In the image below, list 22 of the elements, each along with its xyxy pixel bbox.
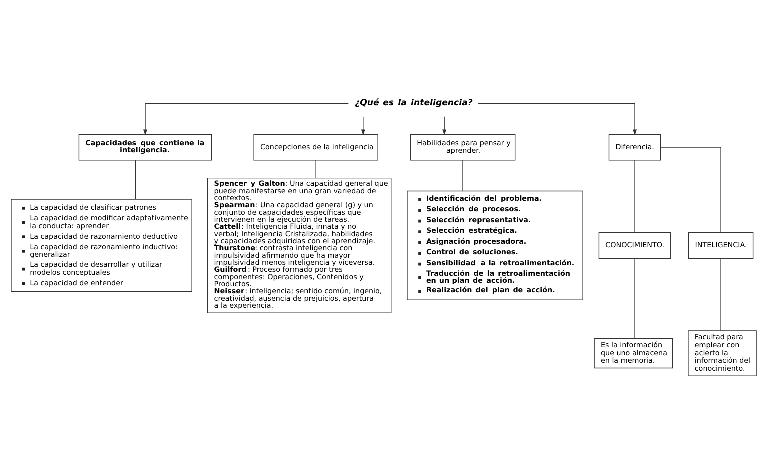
node-text: ¿Qué es la inteligencia?: [355, 98, 473, 108]
node-box: Habilidades para pensar y aprender.: [410, 134, 516, 160]
arrow: [442, 116, 447, 135]
node-box: INTELIGENCIA.: [688, 232, 754, 258]
node-box: Es la información que uno almacena en la memoria.: [594, 338, 674, 368]
node-box: La capacidad de clasificar patrones La capacidad de modificar adaptativamente la conducta: aprender La capacidad de razonamiento deductivo La capacidad de razonamiento inductivo: generalizar La capacidad de desarrollar y utilizar modelos conceptuales La capacidad de entender: [11, 198, 192, 292]
node-box: Capacidades que contiene la inteligencia.: [78, 134, 212, 160]
node-box: CONOCIMIENTO.: [598, 232, 672, 258]
node-box: Diferencia.: [608, 134, 662, 160]
connector: [634, 258, 636, 339]
arrow: [144, 102, 350, 135]
arrow: [478, 102, 638, 135]
connector: [720, 258, 722, 331]
node-box: Spencer y Galton: Una capacidad general que puede manifestarse en una gran variedad de contextos. Spearman: Una capacidad general (g) y un conjunto de capacidades específicas que intervienen en la ejecución de tareas. Cattell: Inteligencia Fluida, innata y no verbal; Inteligencia Cristalizada, habilidades y capacidades adquiridas con el aprendizaje. Thurstone: contrasta inteligencia con impulsividad afirmando que ha mayor impulsividad menos inteligencia y viceversa. Guilford: Proceso formado por tres componentes: Operaciones, Contenidos y Productos. Neisser: inteligencia; sentido común, ingenio, creatividad, ausencia de prejuicios, apertura a la experiencia.: [208, 177, 392, 313]
connector: [634, 160, 636, 232]
connector: [135, 160, 136, 200]
connector: [660, 146, 722, 232]
node-box: Identificación del problema. Selección de procesos. Selección representativa. Selección estratégica. Asignación procesadora. Control de soluciones. Sensibilidad a la retroalimentación. Traducción de la retroalimentación en un plan de acción. Realización del plan de acción.: [407, 190, 584, 300]
node-box: Facultad para emplear con acierto la información del conocimiento.: [688, 330, 757, 376]
node-box: Concepciones de la inteligencia: [254, 134, 378, 160]
arrow: [361, 116, 366, 135]
connector: [462, 160, 464, 191]
